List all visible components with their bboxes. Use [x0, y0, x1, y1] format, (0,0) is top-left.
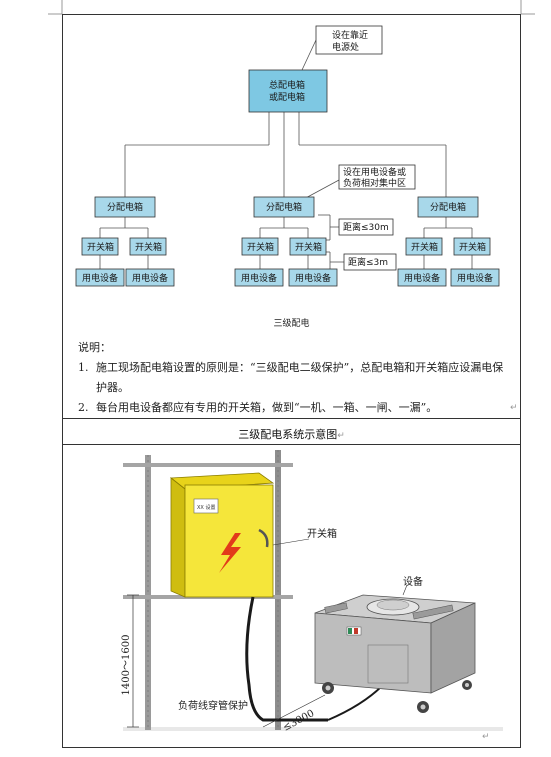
dist-box-left: 分配电箱: [94, 196, 156, 218]
table-row-divider: [62, 444, 521, 445]
switch-box: 开关箱: [241, 237, 279, 256]
load-cable: [245, 596, 328, 722]
svg-text:用电设备: 用电设备: [295, 272, 331, 284]
table-row-title: 三级配电系统示意图↵: [62, 426, 521, 442]
switch-box: 开关箱: [289, 237, 327, 256]
svg-text:总配电箱: 总配电箱: [269, 79, 305, 91]
svg-text:开关箱: 开关箱: [295, 241, 322, 253]
switch-box: 开关箱: [405, 237, 443, 256]
device-box: 用电设备: [125, 268, 175, 287]
svg-text:用电设备: 用电设备: [132, 272, 168, 284]
section-title: 三级配电系统示意图: [238, 428, 338, 441]
svg-text:用电设备: 用电设备: [241, 272, 277, 284]
device-box: 用电设备: [288, 268, 338, 287]
svg-text:或配电箱: 或配电箱: [269, 91, 305, 103]
notes-title: 说明：: [78, 341, 111, 354]
svg-text:距离≤30m: 距离≤30m: [343, 221, 389, 233]
svg-text:开关箱: 开关箱: [411, 241, 438, 253]
svg-text:开关箱: 开关箱: [87, 241, 114, 253]
lightning-icon: [219, 533, 241, 573]
distance-30m-label: 距离≤30m: [338, 218, 394, 236]
svg-text:负荷相对集中区: 负荷相对集中区: [343, 177, 406, 189]
support-posts: [145, 450, 281, 730]
distribution-diagram: 设在靠近 电源处 设在用电设备或 负荷相对集中区 总配电箱 或配电箱 分配电箱 …: [75, 25, 500, 287]
note-item-1: 1. 施工现场配电箱设置的原则是：“三级配电二级保护”，总配电箱和开关箱应设漏电…: [78, 358, 508, 398]
table-row-divider: [62, 418, 521, 419]
page-table-frame: [62, 14, 521, 748]
svg-text:分配电箱: 分配电箱: [107, 201, 143, 213]
box-tag-text: XX 设置: [197, 504, 215, 511]
device-box: 用电设备: [450, 268, 500, 287]
svg-text:开关箱: 开关箱: [247, 241, 274, 253]
note-item-2: 2. 每台用电设备都应有专用的开关箱，做到“一机、一箱、一闸、一漏”。: [78, 398, 508, 418]
switch-box: 开关箱: [129, 237, 167, 256]
svg-text:用电设备: 用电设备: [404, 272, 440, 284]
main-distribution-box: 总配电箱 或配电箱: [248, 69, 328, 113]
device-label: 设备: [403, 575, 423, 588]
diagram-caption: 三级配电: [273, 319, 310, 329]
switchbox-illustration: XX 设置 1400～1600 开关箱 设备 负荷线穿管保护: [121, 450, 503, 734]
cable-label: 负荷线穿管保护: [178, 699, 248, 712]
svg-text:开关箱: 开关箱: [135, 241, 162, 253]
paragraph-mark: ↵: [510, 403, 518, 413]
svg-text:开关箱: 开关箱: [459, 241, 486, 253]
dist-box-right: 分配电箱: [417, 196, 479, 218]
notes-section: 说明： 1. 施工现场配电箱设置的原则是：“三级配电二级保护”，总配电箱和开关箱…: [78, 338, 508, 418]
height-dimension: 1400～1600: [121, 594, 139, 728]
switch-box: 开关箱: [453, 237, 491, 256]
switch-box: 开关箱: [81, 237, 119, 256]
device-box: 用电设备: [397, 268, 447, 287]
note-number: 2.: [78, 401, 89, 414]
svg-text:用电设备: 用电设备: [457, 272, 493, 284]
device-box: 用电设备: [75, 268, 125, 287]
paragraph-mark: ↵: [482, 732, 490, 742]
note-text: 每台用电设备都应有专用的开关箱，做到“一机、一箱、一闸、一漏”。: [96, 401, 438, 414]
paragraph-mark: ↵: [337, 431, 345, 441]
svg-text:用电设备: 用电设备: [82, 272, 118, 284]
distance-3m-label: 距离≤3m: [343, 253, 397, 271]
svg-text:分配电箱: 分配电箱: [266, 201, 302, 213]
note-text: 施工现场配电箱设置的原则是：“三级配电二级保护”，总配电箱和开关箱应设漏电保护器…: [96, 361, 504, 394]
svg-text:电源处: 电源处: [332, 41, 359, 53]
device-box: 用电设备: [234, 268, 284, 287]
note-number: 1.: [78, 361, 89, 374]
dist-box-middle: 分配电箱: [253, 196, 315, 218]
svg-text:距离≤3m: 距离≤3m: [348, 256, 388, 268]
dist-box-note: 设在用电设备或 负荷相对集中区: [338, 164, 416, 190]
yellow-switch-box: XX 设置: [169, 472, 275, 598]
main-box-note: 设在靠近 电源处: [315, 25, 383, 55]
switch-box-label: 开关箱: [307, 527, 337, 540]
svg-text:1400～1600: 1400～1600: [121, 635, 132, 696]
svg-text:分配电箱: 分配电箱: [430, 201, 466, 213]
svg-text:设在靠近: 设在靠近: [332, 29, 368, 41]
machine-device: [314, 594, 476, 713]
svg-text:设在用电设备或: 设在用电设备或: [343, 166, 406, 178]
